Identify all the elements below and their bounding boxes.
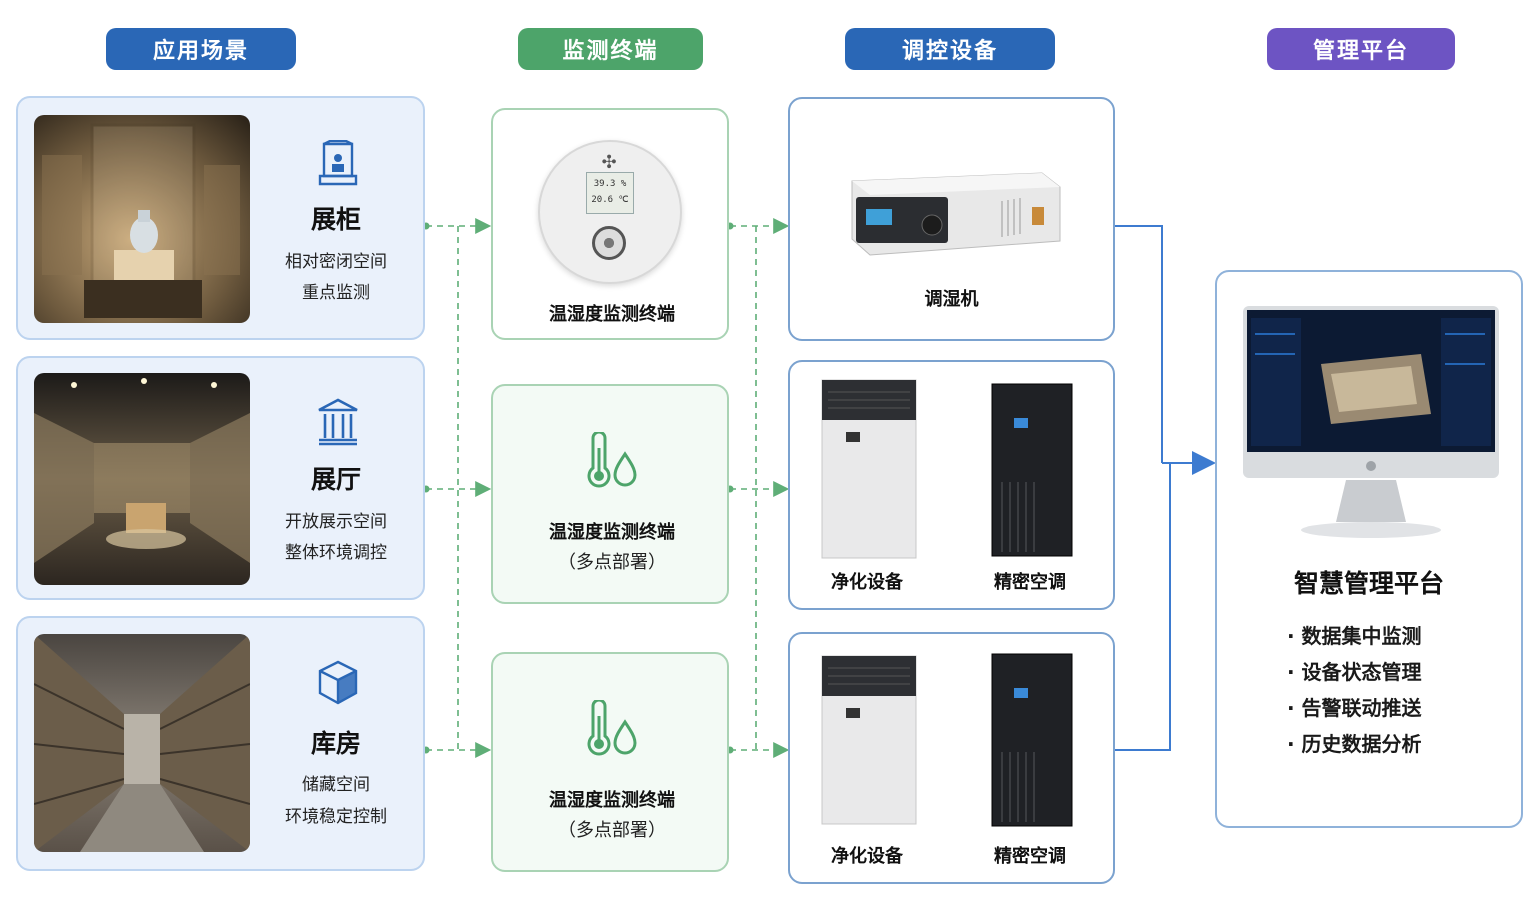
feature-item: · 数据集中监测	[1287, 624, 1422, 648]
precision-ac-label: 精密空调	[994, 572, 1066, 593]
scene-desc-line1: 相对密闭空间	[285, 252, 387, 272]
terminal-note: （多点部署）	[558, 820, 666, 841]
precision-ac-label: 精密空调	[994, 846, 1066, 867]
feature-item: · 告警联动推送	[1287, 696, 1422, 720]
scene-desc-line2: 整体环境调控	[285, 543, 387, 563]
terminal-label: 温湿度监测终端	[549, 304, 675, 325]
feature-item: · 历史数据分析	[1287, 732, 1422, 756]
terminal-card-2: 温湿度监测终端 （多点部署）	[491, 384, 729, 604]
museum-hall-icon	[316, 396, 360, 446]
fan-logo-icon: ✣	[601, 152, 617, 173]
header-scenes: 应用场景	[106, 28, 296, 70]
scene-card-cabinet: 展柜 相对密闭空间 重点监测	[16, 96, 425, 340]
scene-desc-line1: 储藏空间	[302, 775, 370, 795]
scene-desc-line2: 重点监测	[302, 283, 370, 303]
storage-box-icon	[316, 658, 360, 708]
hall-photo	[34, 373, 250, 585]
purifier-image	[820, 654, 920, 830]
temperature-reading: 20.6 ℃	[591, 195, 629, 205]
purifier-label: 净化设备	[831, 572, 903, 593]
feature-list: · 数据集中监测 · 设备状态管理 · 告警联动推送 · 历史数据分析	[1287, 618, 1507, 762]
terminal-card-3: 温湿度监测终端 （多点部署）	[491, 652, 729, 872]
scene-title: 库房	[310, 729, 361, 758]
sensor-screen: 39.3 % 20.6 ℃	[586, 172, 634, 214]
scene-desc-line1: 开放展示空间	[285, 512, 387, 532]
device-card-row2: 净化设备 精密空调	[788, 360, 1115, 610]
platform-card: 智慧管理平台 · 数据集中监测 · 设备状态管理 · 告警联动推送 · 历史数据…	[1215, 270, 1523, 828]
purifier-image	[820, 378, 920, 564]
scene-desc-line2: 环境稳定控制	[285, 807, 387, 827]
header-terminals: 监测终端	[518, 28, 703, 70]
cabinet-photo	[34, 115, 250, 323]
dehumidifier-image	[842, 167, 1064, 261]
scene-title: 展柜	[310, 205, 361, 234]
dehumidifier-label: 调湿机	[924, 289, 979, 310]
scene-title: 展厅	[310, 465, 361, 494]
precision-ac-image	[990, 652, 1074, 832]
display-case-icon	[316, 139, 360, 190]
terminal-card-1: ✣ 39.3 % 20.6 ℃ 温湿度监测终端	[491, 108, 729, 340]
sensor-device: ✣ 39.3 % 20.6 ℃	[538, 140, 682, 284]
device-card-dehumidifier: 调湿机	[788, 97, 1115, 341]
thermometer-droplet-icon	[585, 430, 641, 498]
scene-card-hall: 展厅 开放展示空间 整体环境调控	[16, 356, 425, 600]
humidity-reading: 39.3 %	[593, 179, 627, 189]
device-card-row3: 净化设备 精密空调	[788, 632, 1115, 884]
precision-ac-image	[990, 382, 1074, 562]
monitor-image	[1241, 304, 1501, 548]
feature-item: · 设备状态管理	[1287, 660, 1422, 684]
terminal-note: （多点部署）	[558, 552, 666, 573]
scene-card-storage: 库房 储藏空间 环境稳定控制	[16, 616, 425, 871]
terminal-label: 温湿度监测终端	[549, 522, 675, 543]
storage-photo	[34, 634, 250, 852]
thermometer-droplet-icon	[585, 698, 641, 766]
header-platform: 管理平台	[1267, 28, 1455, 70]
vent-icon	[592, 226, 626, 260]
purifier-label: 净化设备	[831, 846, 903, 867]
terminal-label: 温湿度监测终端	[549, 790, 675, 811]
header-devices: 调控设备	[845, 28, 1055, 70]
platform-title: 智慧管理平台	[1293, 569, 1444, 598]
